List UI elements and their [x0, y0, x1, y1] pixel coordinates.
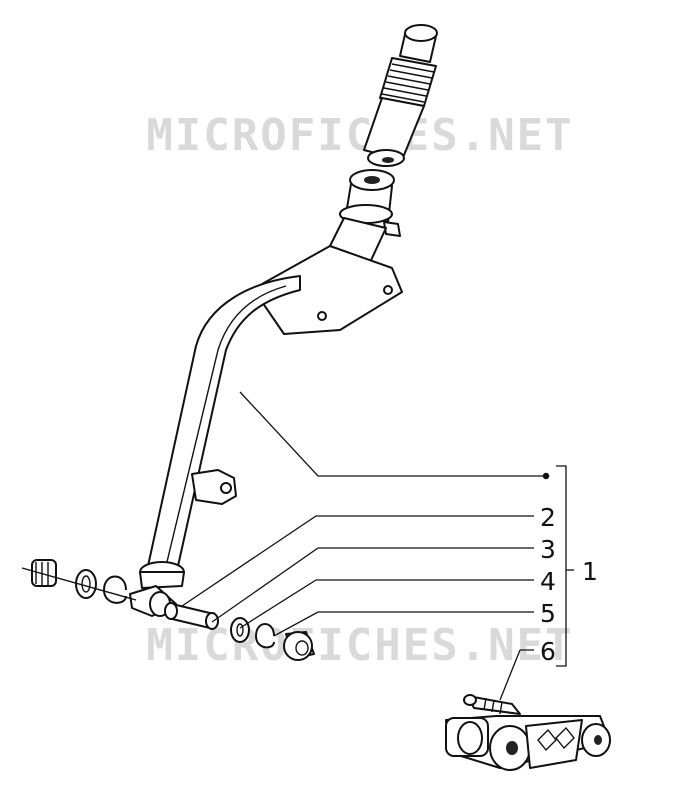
callout-2: 2: [540, 503, 556, 532]
left-axis-line: [21, 567, 137, 601]
callout-3: 3: [540, 535, 556, 564]
left-washer: [75, 569, 97, 599]
circlip-5: [255, 623, 275, 649]
left-circlip: [103, 575, 127, 604]
callout-1: 1: [582, 557, 598, 586]
link-bracket: [445, 694, 611, 771]
leader-lines: [181, 391, 574, 701]
steering-column: [129, 169, 403, 617]
washer-4: [230, 617, 250, 643]
watermark-top: MICROFICHES.NET: [146, 110, 573, 161]
nut-6: [283, 631, 315, 661]
callout-6: 6: [540, 637, 556, 666]
pin: [164, 602, 219, 630]
watermark-bottom: MICROFICHES.NET: [146, 620, 573, 671]
upper-threaded-shaft: [363, 24, 438, 167]
callout-4: 4: [540, 567, 556, 596]
left-nut: [31, 559, 57, 587]
callout-5: 5: [540, 599, 556, 628]
